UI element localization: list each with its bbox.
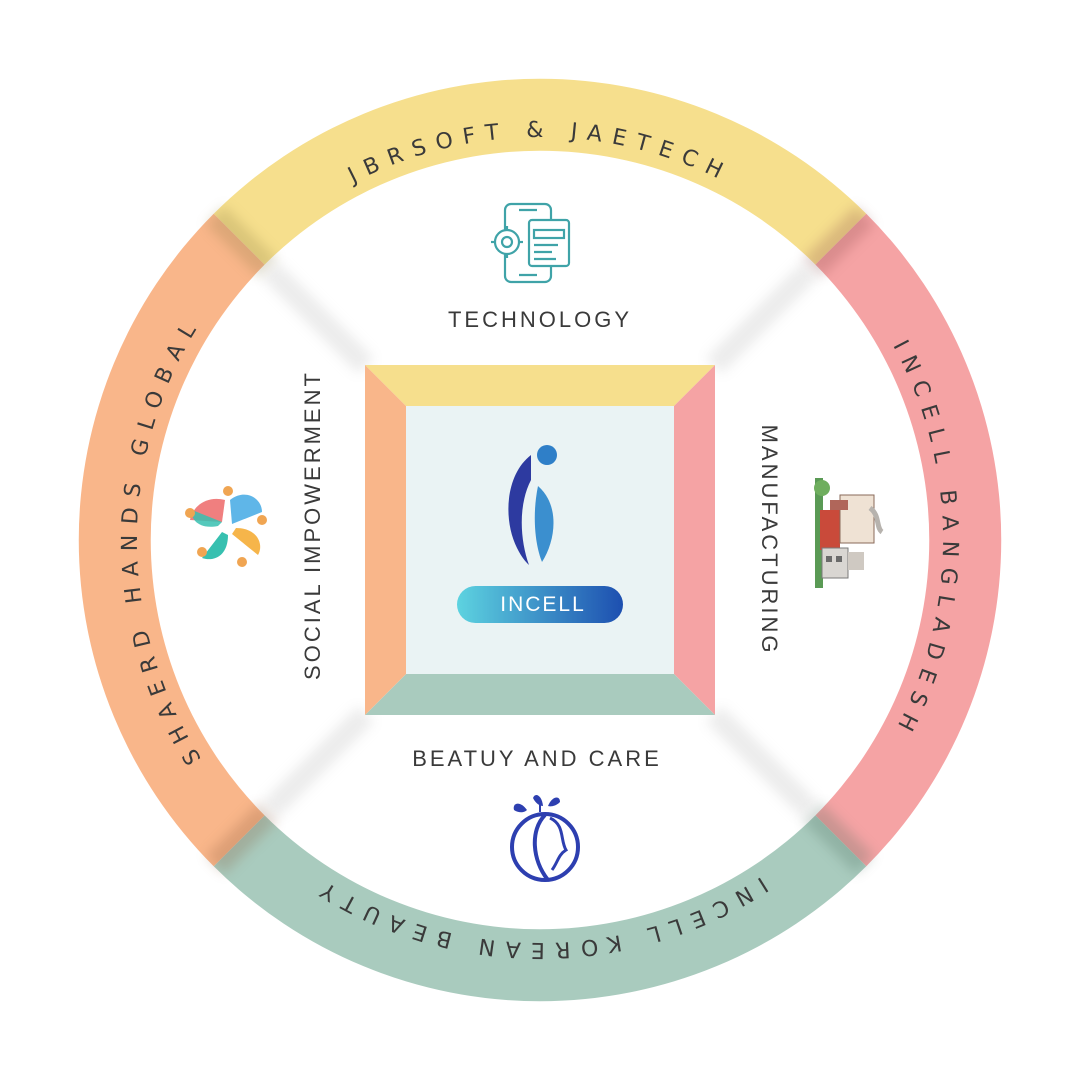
- frame-bottom: [365, 674, 715, 715]
- factory-buildings-icon: [814, 478, 884, 588]
- section-label-social: SOCIAL IMPOWERMENT: [300, 370, 325, 680]
- ring-segment-top: [213, 78, 867, 265]
- frame-left: [365, 365, 406, 715]
- outer-ring: [78, 78, 1002, 1002]
- ring-segment-left: [78, 213, 265, 867]
- people-circle-unity-icon: [185, 486, 267, 567]
- section-label-technology: TECHNOLOGY: [448, 307, 632, 332]
- woman-face-leaves-icon: [510, 794, 580, 882]
- section-label-manufacturing: MANUFACTURING: [757, 425, 782, 656]
- ring-segment-bottom: [213, 815, 867, 1002]
- mobile-app-settings-icon: [491, 202, 571, 284]
- incell-badge-label: INCELL: [500, 593, 586, 616]
- incell-logo-icon: [508, 445, 557, 565]
- ring-segment-right: [815, 213, 1002, 867]
- frame-right: [674, 365, 715, 715]
- frame-top: [365, 365, 715, 406]
- incell-badge: INCELL: [457, 586, 623, 623]
- section-label-beauty: BEATUY AND CARE: [412, 746, 662, 771]
- diagonal-dividers: [262, 262, 818, 818]
